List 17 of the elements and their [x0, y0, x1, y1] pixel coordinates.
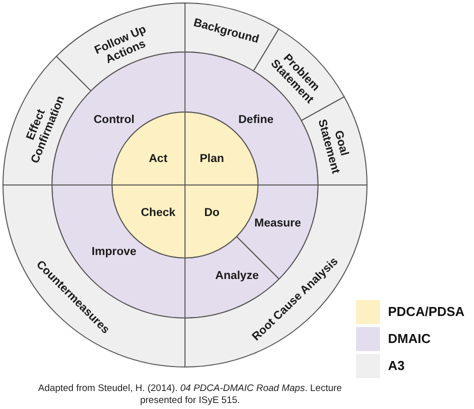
caption: Adapted from Steudel, H. (2014). 04 PDCA-DMAIC Road Maps. Lecture presented for ISyE 515.: [37, 383, 343, 407]
ring-segment: [56, 2, 186, 92]
segment-label: Act: [148, 153, 168, 166]
segment-label: Control: [94, 114, 134, 126]
legend-label: PDCA/PDSA: [388, 304, 465, 319]
segment-label: Analyze: [215, 270, 259, 282]
segment-label: Measure: [254, 217, 302, 230]
segment-label: Check: [140, 206, 176, 219]
ring-segment: [184, 184, 368, 368]
ring-segment: [2, 56, 92, 186]
segment-label: Plan: [200, 153, 224, 166]
legend-label: A3: [388, 358, 405, 373]
segment-label: Do: [204, 206, 220, 219]
segment-label: Define: [238, 114, 274, 126]
ring-segment: [2, 184, 186, 368]
segment-label: Improve: [92, 246, 136, 258]
legend-label: DMAIC: [388, 331, 431, 346]
